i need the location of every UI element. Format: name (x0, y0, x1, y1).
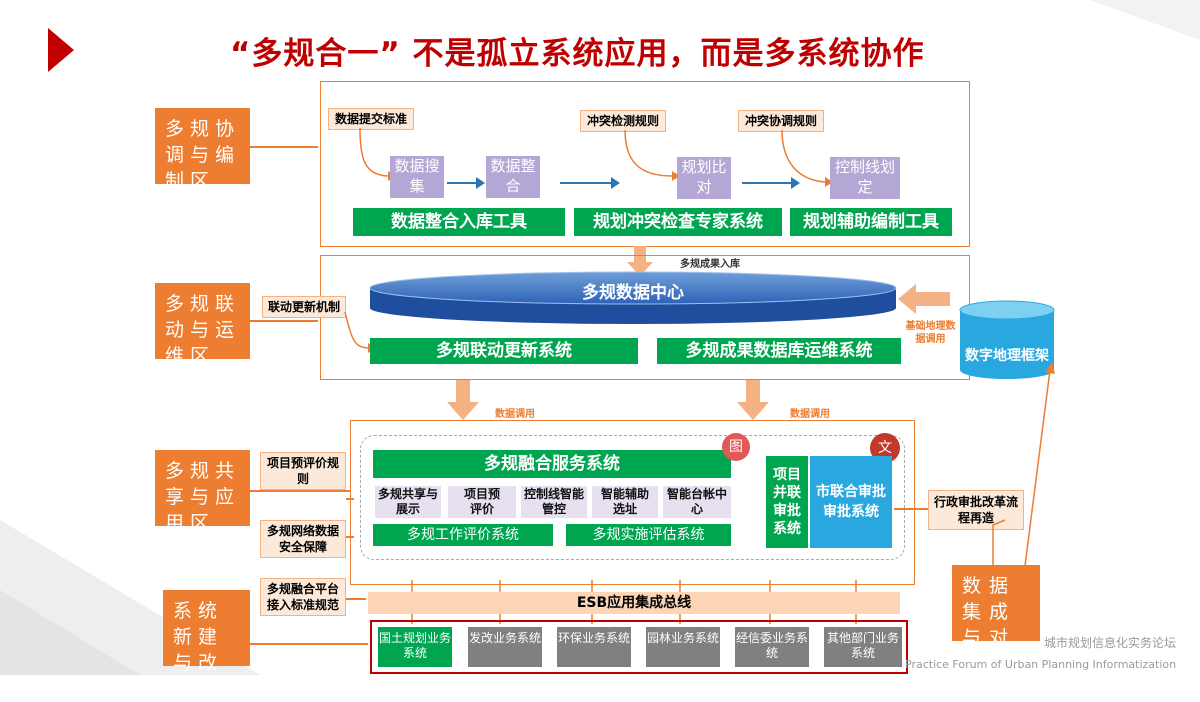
tag-access-standard: 多规融合平台接入标准规范 (260, 578, 346, 616)
arrow-down-icon (737, 380, 769, 420)
sys-economy-info: 经信委业务系统 (735, 627, 809, 667)
note-result-storage: 多规成果入库 (680, 259, 740, 270)
esb-bus: ESB应用集成总线 (368, 592, 900, 614)
arrow-right-icon (560, 177, 620, 189)
geo-frame-label: 数字地理框架 (965, 348, 1049, 364)
tag-conflict-detect-rule: 冲突检测规则 (580, 110, 666, 132)
page-title: “多规合一” 不是孤立系统应用，而是多系统协作 (230, 36, 925, 72)
service-dashed-frame (360, 435, 905, 560)
arrow-right-icon (447, 177, 485, 189)
zone-label-integration: 数据集成与对接区 (952, 565, 1040, 675)
step-data-collect: 数据搜集 (390, 156, 444, 198)
step-plan-compare: 规划比对 (677, 157, 731, 199)
connector (346, 498, 354, 500)
tag-linkage-update: 联动更新机制 (262, 296, 346, 318)
tag-admin-reform: 行政审批改革流程再造 (928, 490, 1024, 530)
connector (250, 146, 318, 148)
system-impl-eval: 多规实施评估系统 (566, 524, 731, 546)
module-share-display: 多规共享与展示 (375, 486, 441, 518)
tag-conflict-coord-rule: 冲突协调规则 (738, 110, 824, 132)
module-site-selection: 智能辅助选址 (592, 486, 658, 518)
connector (894, 508, 928, 510)
connector (250, 320, 318, 322)
share-zone-frame (350, 420, 915, 585)
watermark-en: Practice Forum of Urban Planning Informa… (905, 658, 1177, 671)
arrow-left-icon (898, 284, 950, 314)
note-base-geo-call: 基础地理数据调用 (905, 321, 956, 345)
zone-label-linkage: 多规联动与运维区 (155, 283, 250, 367)
arrow-down-icon (447, 380, 479, 420)
play-triangle-icon (48, 28, 74, 72)
integration-connectors (992, 362, 1055, 567)
system-work-eval: 多规工作评价系统 (373, 524, 553, 546)
business-systems-frame (370, 620, 908, 674)
note-data-call-left: 数据调用 (495, 409, 535, 420)
watermark-cn: 城市规划信息化实务论坛 (1044, 636, 1177, 650)
step-control-line: 控制线划定 (830, 157, 900, 199)
zone-label-build: 系统新建与改造区 (163, 590, 250, 700)
sys-land-planning: 国土规划业务系统 (378, 627, 452, 667)
system-joint-approval: 市联合审批审批系统 (810, 456, 892, 548)
tag-network-security: 多规网络数据安全保障 (260, 520, 346, 558)
tool-aux-drafting: 规划辅助编制工具 (790, 208, 952, 236)
tag-data-submit-standard: 数据提交标准 (328, 108, 414, 130)
sys-landscape: 园林业务系统 (646, 627, 720, 667)
connector (346, 536, 354, 538)
system-linkage-update: 多规联动更新系统 (370, 338, 638, 364)
arrow-right-icon (742, 177, 800, 189)
module-ledger-center: 智能台帐中心 (663, 486, 731, 518)
connector (250, 643, 368, 645)
bus-arrows (411, 580, 857, 624)
step-data-integrate: 数据整合 (486, 156, 540, 198)
connector (346, 598, 366, 600)
zone-label-coord: 多规协调与编制区 (155, 108, 250, 192)
badge-map-icon: 图 (722, 433, 750, 461)
zone-label-share: 多规共享与应用区 (155, 450, 250, 534)
db-center-label: 多规数据中心 (582, 283, 684, 303)
tool-data-integration: 数据整合入库工具 (353, 208, 565, 236)
tool-conflict-expert: 规划冲突检查专家系统 (574, 208, 782, 236)
sys-other-depts: 其他部门业务系统 (824, 627, 902, 667)
system-db-ops: 多规成果数据库运维系统 (657, 338, 901, 364)
module-control-line: 控制线智能管控 (521, 486, 587, 518)
tag-preeval-rule: 项目预评价规则 (260, 452, 346, 490)
note-data-call-right: 数据调用 (790, 409, 830, 420)
connector (250, 490, 350, 492)
geo-frame-cylinder (959, 300, 1055, 379)
system-parallel-approval: 项目并联审批系统 (766, 456, 808, 548)
fusion-service-system: 多规融合服务系统 (373, 450, 731, 478)
database-cylinder (369, 271, 897, 324)
sys-development-reform: 发改业务系统 (468, 627, 542, 667)
module-project-preeval: 项目预评价 (448, 486, 516, 518)
sys-environment: 环保业务系统 (557, 627, 631, 667)
